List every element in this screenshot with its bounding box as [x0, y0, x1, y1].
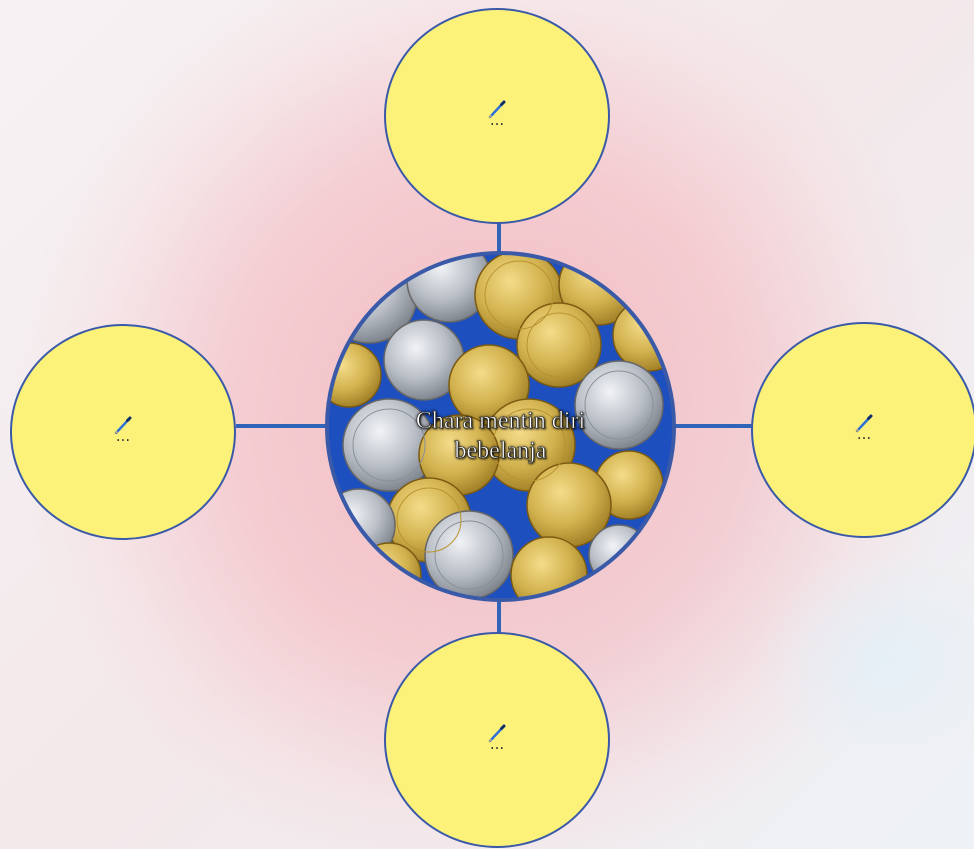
center-title-line2: bebelanja — [454, 438, 547, 465]
bubble-bottom[interactable]: ... — [384, 632, 610, 848]
pen-icon[interactable] — [486, 722, 508, 744]
center-title-line1: Chara mentin diri — [415, 408, 586, 435]
pen-icon[interactable] — [112, 414, 134, 436]
bubble-placeholder[interactable]: ... — [489, 111, 505, 129]
pen-icon[interactable] — [486, 98, 508, 120]
pen-icon[interactable] — [853, 412, 875, 434]
coins-photo — [329, 255, 672, 598]
bubble-right[interactable]: ... — [751, 322, 974, 538]
bubble-left[interactable]: ... — [10, 324, 236, 540]
bubble-top[interactable]: ... — [384, 8, 610, 224]
bubble-placeholder[interactable]: ... — [856, 425, 872, 443]
center-title: Chara mentin diri bebelanja — [329, 406, 672, 466]
bubble-placeholder[interactable]: ... — [115, 427, 131, 445]
bubble-placeholder[interactable]: ... — [489, 735, 505, 753]
center-topic[interactable]: Chara mentin diri bebelanja — [325, 251, 676, 602]
background-haze — [754, 549, 974, 769]
